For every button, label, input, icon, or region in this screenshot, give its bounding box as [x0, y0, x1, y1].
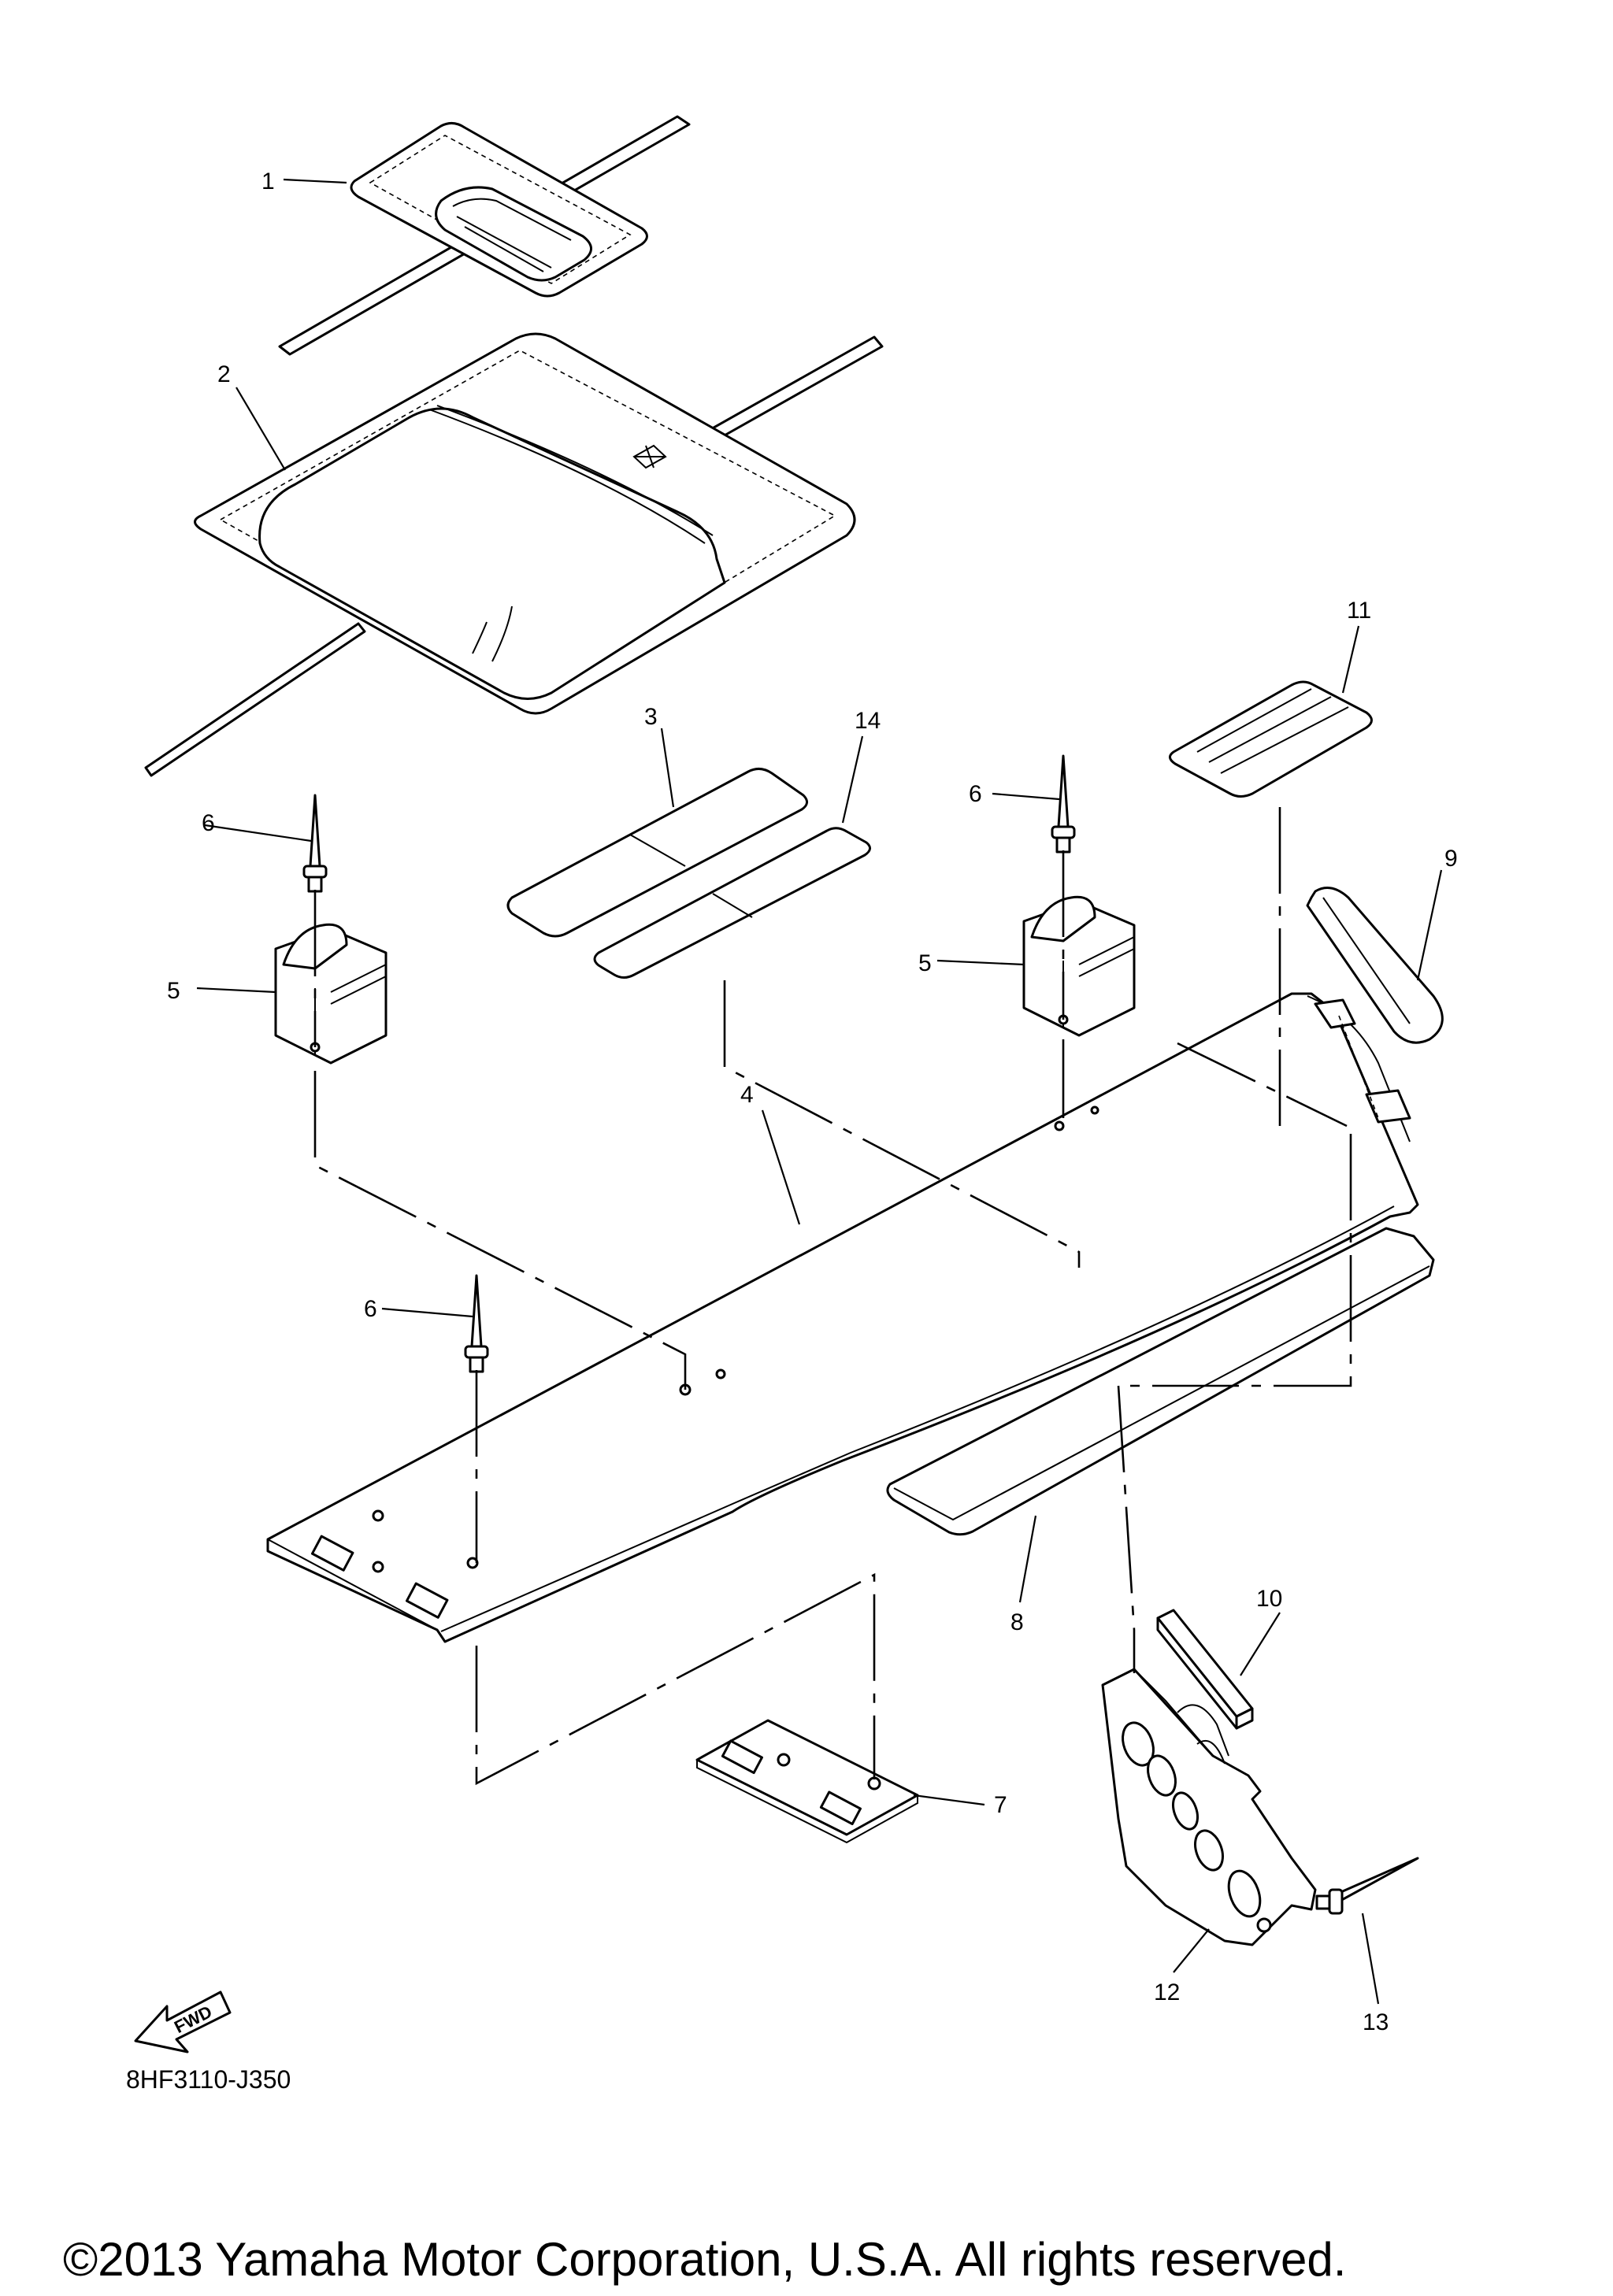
part-5-clip-right: [1022, 895, 1136, 1037]
callout-13: 13: [1363, 2009, 1389, 2035]
part-4-main-plate: [266, 992, 1419, 1643]
callout-3: 3: [644, 704, 658, 730]
part-13-rivet: [1315, 1857, 1419, 1915]
fwd-arrow-icon: FWD: [134, 1990, 232, 2053]
part-1-strap-pouch: [278, 115, 691, 356]
leader-lines: [196, 178, 1443, 2005]
callout-10: 10: [1256, 1586, 1282, 1612]
part-11-grip-pad: [1169, 680, 1373, 798]
part-2-seat-cover: [144, 332, 884, 777]
callout-5-right: 5: [918, 950, 932, 976]
part-10-block: [1156, 1609, 1254, 1730]
part-9-wire: [1306, 887, 1444, 1044]
callout-labels: 1 2 3 14 11 6 6 6 5 5 9 4 10 8 7 12 13: [167, 168, 1458, 2035]
callout-14: 14: [855, 708, 881, 734]
diagram-code: 8HF3110-J350: [126, 2065, 291, 2094]
callout-11: 11: [1347, 598, 1371, 624]
alignment-lines: [313, 807, 1352, 1786]
callout-8: 8: [1010, 1609, 1024, 1635]
callout-2: 2: [217, 361, 231, 387]
callout-9: 9: [1444, 846, 1458, 872]
part-3-pad: [506, 768, 808, 938]
part-6-rivet-right: [1051, 754, 1076, 854]
part-14-pad: [593, 827, 871, 979]
part-12-bracket: [1101, 1668, 1317, 1946]
callout-12: 12: [1154, 1979, 1180, 2005]
part-8-long-pad: [886, 1227, 1435, 1536]
callout-4: 4: [740, 1082, 754, 1108]
callout-5-left: 5: [167, 978, 180, 1004]
part-5-clip-left: [274, 923, 387, 1065]
callout-6-lower: 6: [364, 1296, 377, 1322]
callout-7: 7: [994, 1792, 1007, 1818]
callout-6-right: 6: [969, 781, 982, 807]
callout-1: 1: [261, 168, 275, 194]
copyright-notice: ©2013 Yamaha Motor Corporation, U.S.A. A…: [63, 2233, 1346, 2286]
callout-6-left: 6: [202, 810, 215, 836]
part-6-rivet-lower: [464, 1274, 489, 1373]
part-6-rivet-left: [302, 794, 328, 893]
part-7-small-plate: [695, 1719, 919, 1844]
